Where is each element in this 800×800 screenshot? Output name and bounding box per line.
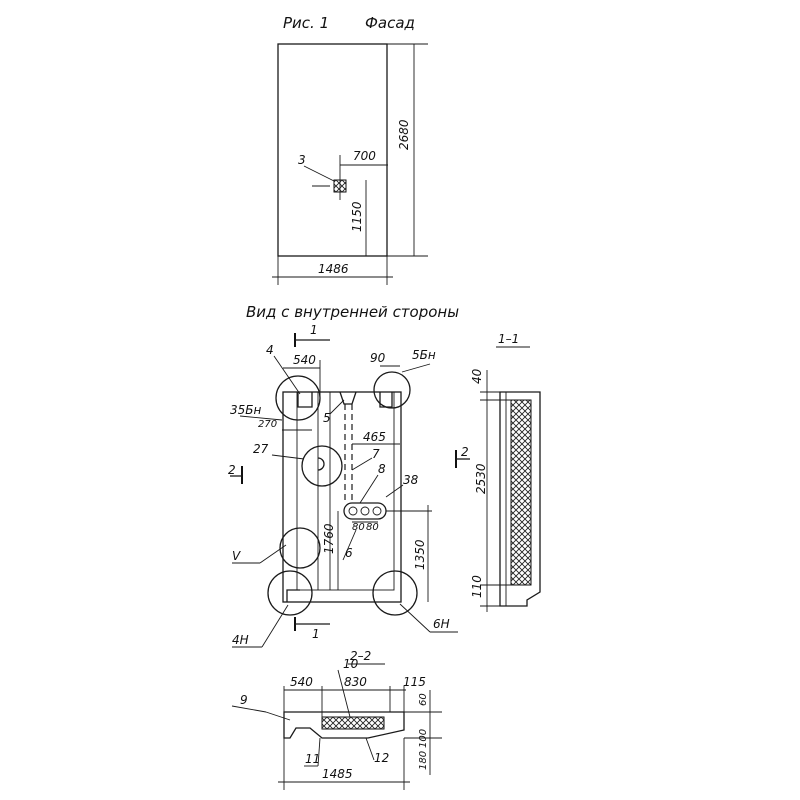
section-2-2-dim-1485: 1485: [322, 767, 353, 781]
callout-38: 38: [403, 473, 419, 487]
callout-4: 4: [266, 343, 274, 357]
callout-35bn: 35Бн: [230, 403, 262, 417]
callout-8: 8: [378, 462, 386, 476]
dim-1760: 1760: [322, 523, 336, 554]
section-2-2-dim-540: 540: [290, 675, 313, 689]
section-2-2-dim-180: 180: [418, 751, 429, 770]
callout-11: 11: [305, 752, 320, 766]
inner-panel-outline: [282, 391, 402, 603]
section-1-1-title: 1–1: [498, 332, 519, 346]
callout-9: 9: [240, 693, 248, 707]
callout-12: 12: [374, 751, 389, 765]
dim-700: 700: [353, 149, 376, 163]
section-2-2-dim-100: 100: [418, 729, 429, 748]
section-2-2-dim-115: 115: [403, 675, 426, 689]
insulation-layer: [510, 399, 532, 586]
socket-4: [297, 392, 313, 408]
callout-5: 5: [323, 411, 331, 425]
section-2-2-dim-60: 60: [418, 693, 429, 706]
facade-title: Фасад: [365, 14, 415, 32]
dim-110: 110: [470, 575, 484, 598]
callout-6n: 6Н: [433, 617, 450, 631]
dim-465: 465: [363, 430, 386, 444]
section-marker-1-top: 1: [310, 323, 318, 337]
dim-1350: 1350: [413, 539, 427, 570]
dim-2680: 2680: [397, 119, 411, 150]
callout-5bn: 5Бн: [412, 348, 436, 362]
dim-80-a: 80: [352, 522, 365, 533]
section-1-1: 1–1 40 2530 110 2: [455, 332, 541, 612]
detail-circle-4n: [267, 570, 313, 616]
inner-panel-rib: [296, 391, 395, 591]
dim-270: 270: [258, 419, 277, 430]
junction-box: [343, 502, 387, 520]
socket-5: [339, 391, 357, 405]
section-2-2-dim-830: 830: [344, 675, 367, 689]
dim-90: 90: [370, 351, 386, 365]
callout-3: 3: [298, 153, 306, 167]
inner-view: 1 540 270 35Бн: [228, 323, 458, 648]
detail-circle-v: [279, 527, 321, 569]
section-2-2: 2–2 540 830 115 10 9 60 100 180 11 12: [231, 649, 442, 790]
section-2-2-title: 2–2: [350, 649, 371, 663]
callout-7: 7: [372, 447, 380, 461]
dim-80-b: 80: [366, 522, 379, 533]
facade-panel-outline: [277, 43, 388, 257]
callout-10: 10: [343, 657, 359, 671]
section-2-2-insulation: [321, 716, 385, 730]
dim-40: 40: [470, 368, 484, 384]
callout-27: 27: [253, 442, 269, 456]
callout-6: 6: [345, 546, 353, 560]
detail-circle-5bn: [373, 371, 411, 409]
dim-1150: 1150: [350, 201, 364, 232]
inner-view-title: Вид с внутренней стороны: [246, 303, 459, 321]
dim-540: 540: [293, 353, 316, 367]
dim-2530: 2530: [474, 463, 488, 494]
detail-circle-27: [301, 445, 343, 487]
facade-view: 2680 700 3 1150 1486: [272, 43, 428, 285]
figure-number: Рис. 1: [283, 14, 329, 32]
callout-4n: 4Н: [232, 633, 249, 647]
callout-v: V: [232, 549, 241, 563]
detail-circle-6n: [372, 570, 418, 616]
section-1-1-marker-2: 2: [461, 445, 469, 459]
section-2-2-profile: [283, 711, 405, 739]
section-marker-1-bottom: 1: [312, 627, 320, 641]
dim-1486: 1486: [318, 262, 349, 276]
section-marker-2: 2: [228, 463, 236, 477]
